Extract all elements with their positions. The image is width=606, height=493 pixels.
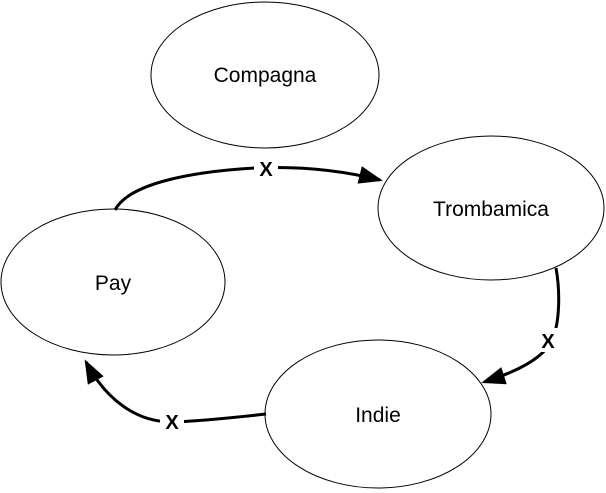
edge-indie-to-pay-mark: X (165, 412, 179, 434)
edge-trombamica-to-indie-mark-bg (537, 328, 559, 352)
edge-trombamica-to-indie-arrow (481, 267, 561, 385)
edge-indie-to-pay-mark-bg (160, 410, 184, 434)
node-pay-ellipse (0, 208, 226, 356)
edge-trombamica-to-indie-mark: X (541, 331, 555, 353)
node-compagna: Compagna (150, 1, 380, 149)
node-compagna-label: Compagna (214, 64, 317, 87)
node-pay: Pay (0, 208, 226, 356)
node-indie: Indie (264, 339, 492, 489)
edge-trombamica-to-indie: X (481, 267, 561, 385)
edge-pay-to-trombamica-mark: X (259, 159, 273, 181)
node-pay-label: Pay (95, 272, 132, 295)
edge-pay-to-trombamica-arrow (113, 166, 383, 211)
edge-indie-to-pay: X (84, 359, 267, 434)
edge-pay-to-trombamica: X (113, 156, 383, 211)
node-trombamica-ellipse (377, 135, 605, 281)
node-compagna-ellipse (150, 1, 380, 149)
node-trombamica: Trombamica (377, 135, 605, 281)
edge-pay-to-trombamica-mark-bg (254, 156, 278, 180)
node-indie-label: Indie (355, 404, 401, 427)
node-trombamica-label: Trombamica (433, 198, 549, 221)
